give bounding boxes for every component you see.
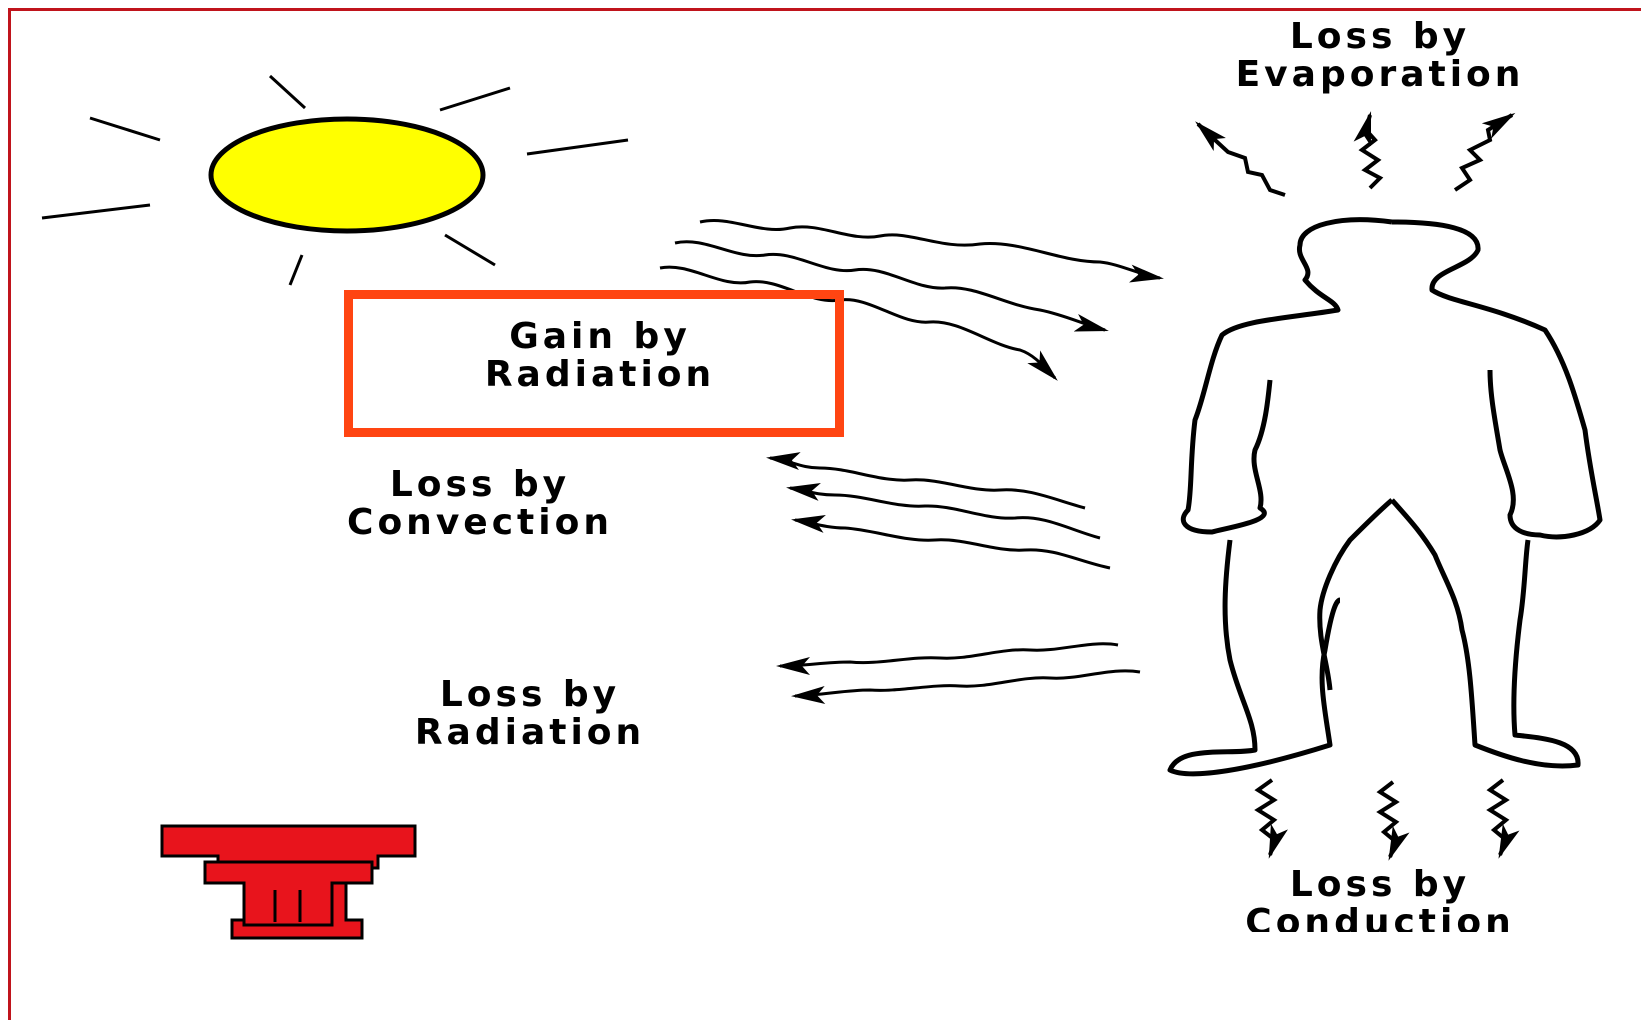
loss-radiation-line2: Radiation — [320, 714, 740, 752]
label-loss-by-convection: Loss by Convection — [240, 466, 720, 542]
label-loss-by-conduction: Loss by Conduction — [1130, 866, 1630, 932]
gain-radiation-line1: Gain by — [390, 318, 810, 356]
loss-radiation-line1: Loss by — [320, 676, 740, 714]
label-loss-by-radiation: Loss by Radiation — [320, 676, 740, 752]
conduction-line2: Conduction — [1130, 904, 1630, 932]
convection-arrows — [770, 458, 1110, 568]
conduction-arrows — [1258, 780, 1506, 857]
label-gain-by-radiation: Gain by Radiation — [390, 318, 810, 394]
double-t-logo-icon — [162, 826, 415, 938]
evaporation-arrows — [1198, 115, 1512, 195]
person-outline-icon — [1170, 220, 1600, 774]
gain-radiation-line2: Radiation — [390, 356, 810, 394]
label-loss-by-evaporation: Loss by Evaporation — [1130, 18, 1630, 94]
convection-line1: Loss by — [240, 466, 720, 504]
evaporation-line1: Loss by — [1130, 18, 1630, 56]
conduction-line1: Loss by — [1130, 866, 1630, 904]
convection-line2: Convection — [240, 504, 720, 542]
loss-radiation-arrows — [780, 644, 1140, 696]
evaporation-line2: Evaporation — [1130, 56, 1630, 94]
sun-icon — [42, 76, 628, 285]
